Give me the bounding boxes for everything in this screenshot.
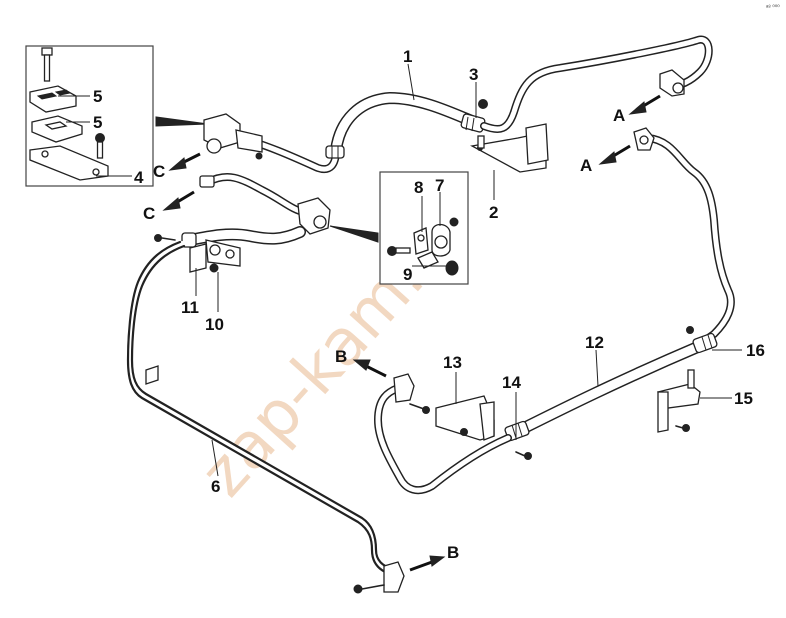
- part-number-14: 14: [502, 373, 521, 392]
- inset-box-clamp-parts: [25, 45, 154, 187]
- grommet-icon: [445, 260, 459, 276]
- pipe-end-fitting-icon: [393, 373, 430, 414]
- corner-mark: ᵃ⁸ ⁰⁰⁰: [766, 4, 780, 11]
- part-number-15: 15: [734, 389, 753, 408]
- part-number-11: 11: [181, 298, 199, 317]
- bracket-mount-icon: [435, 372, 495, 441]
- part-number-12: 12: [585, 333, 604, 352]
- part-number-5-upper: 5: [93, 87, 102, 106]
- block-fitting-icon: [203, 113, 263, 160]
- pipe-end-fitting-icon: [633, 127, 655, 151]
- rubber-bushing-icon: [417, 251, 439, 269]
- inset-pointer: [329, 225, 379, 243]
- part-number-2: 2: [489, 203, 498, 222]
- bolt-small-icon: [95, 133, 105, 159]
- connection-label-a-middle: A: [580, 156, 592, 175]
- part-number-16: 16: [746, 341, 765, 360]
- part-number-3: 3: [469, 65, 478, 84]
- arrow-b-bottom: [409, 555, 446, 572]
- part-number-10: 10: [205, 315, 224, 334]
- clamp-bracket-icon: [189, 239, 241, 273]
- leader-line: [595, 349, 599, 387]
- arrow-c-bottom: [162, 190, 195, 211]
- nut-icon: [209, 263, 219, 273]
- long-metal-pipe: [126, 240, 405, 594]
- connection-label-b-middle: B: [335, 347, 347, 366]
- part-number-6: 6: [211, 477, 220, 496]
- leader-line: [407, 63, 415, 101]
- bolt-icon: [154, 234, 162, 242]
- pipe-assembly-lower-right: [374, 127, 742, 495]
- nut-icon: [449, 217, 459, 227]
- connection-label-a-top: A: [613, 106, 625, 125]
- part-number-9: 9: [403, 265, 412, 284]
- bolt-icon: [41, 47, 53, 82]
- pipe-to-c-lower: [199, 172, 331, 235]
- arrow-a-top: [628, 94, 661, 115]
- block-fitting-icon: [297, 197, 331, 235]
- bolt-icon: [387, 246, 411, 256]
- hose-and-clamp-lower-left: [154, 226, 306, 312]
- pipe-clip-icon: [145, 365, 159, 385]
- pipe-end-fitting-icon: [353, 561, 405, 594]
- arrow-b-middle: [352, 359, 387, 378]
- connection-label-c-top: C: [153, 162, 165, 181]
- part-number-8: 8: [414, 178, 423, 197]
- inset-pointer: [155, 116, 209, 127]
- arrow-c-top: [168, 152, 201, 171]
- clamp-upper-icon: [29, 85, 77, 113]
- part-number-1: 1: [403, 47, 412, 66]
- arrow-a-middle: [598, 144, 631, 165]
- bracket-mount-icon: [656, 326, 732, 433]
- part-number-5-lower: 5: [93, 113, 102, 132]
- leader-line: [211, 439, 219, 477]
- connection-label-c-bottom: C: [143, 204, 155, 223]
- nut-icon: [478, 99, 488, 109]
- inset-box-fitting-parts: [379, 171, 469, 285]
- bracket-mount-icon: [470, 123, 549, 173]
- part-number-13: 13: [443, 353, 462, 372]
- pipe-end-fitting-icon: [659, 69, 685, 97]
- pipe-assembly-upper: [203, 35, 713, 173]
- part-number-4: 4: [134, 168, 144, 187]
- connection-label-b-bottom: B: [447, 543, 459, 562]
- part-number-7: 7: [435, 176, 444, 195]
